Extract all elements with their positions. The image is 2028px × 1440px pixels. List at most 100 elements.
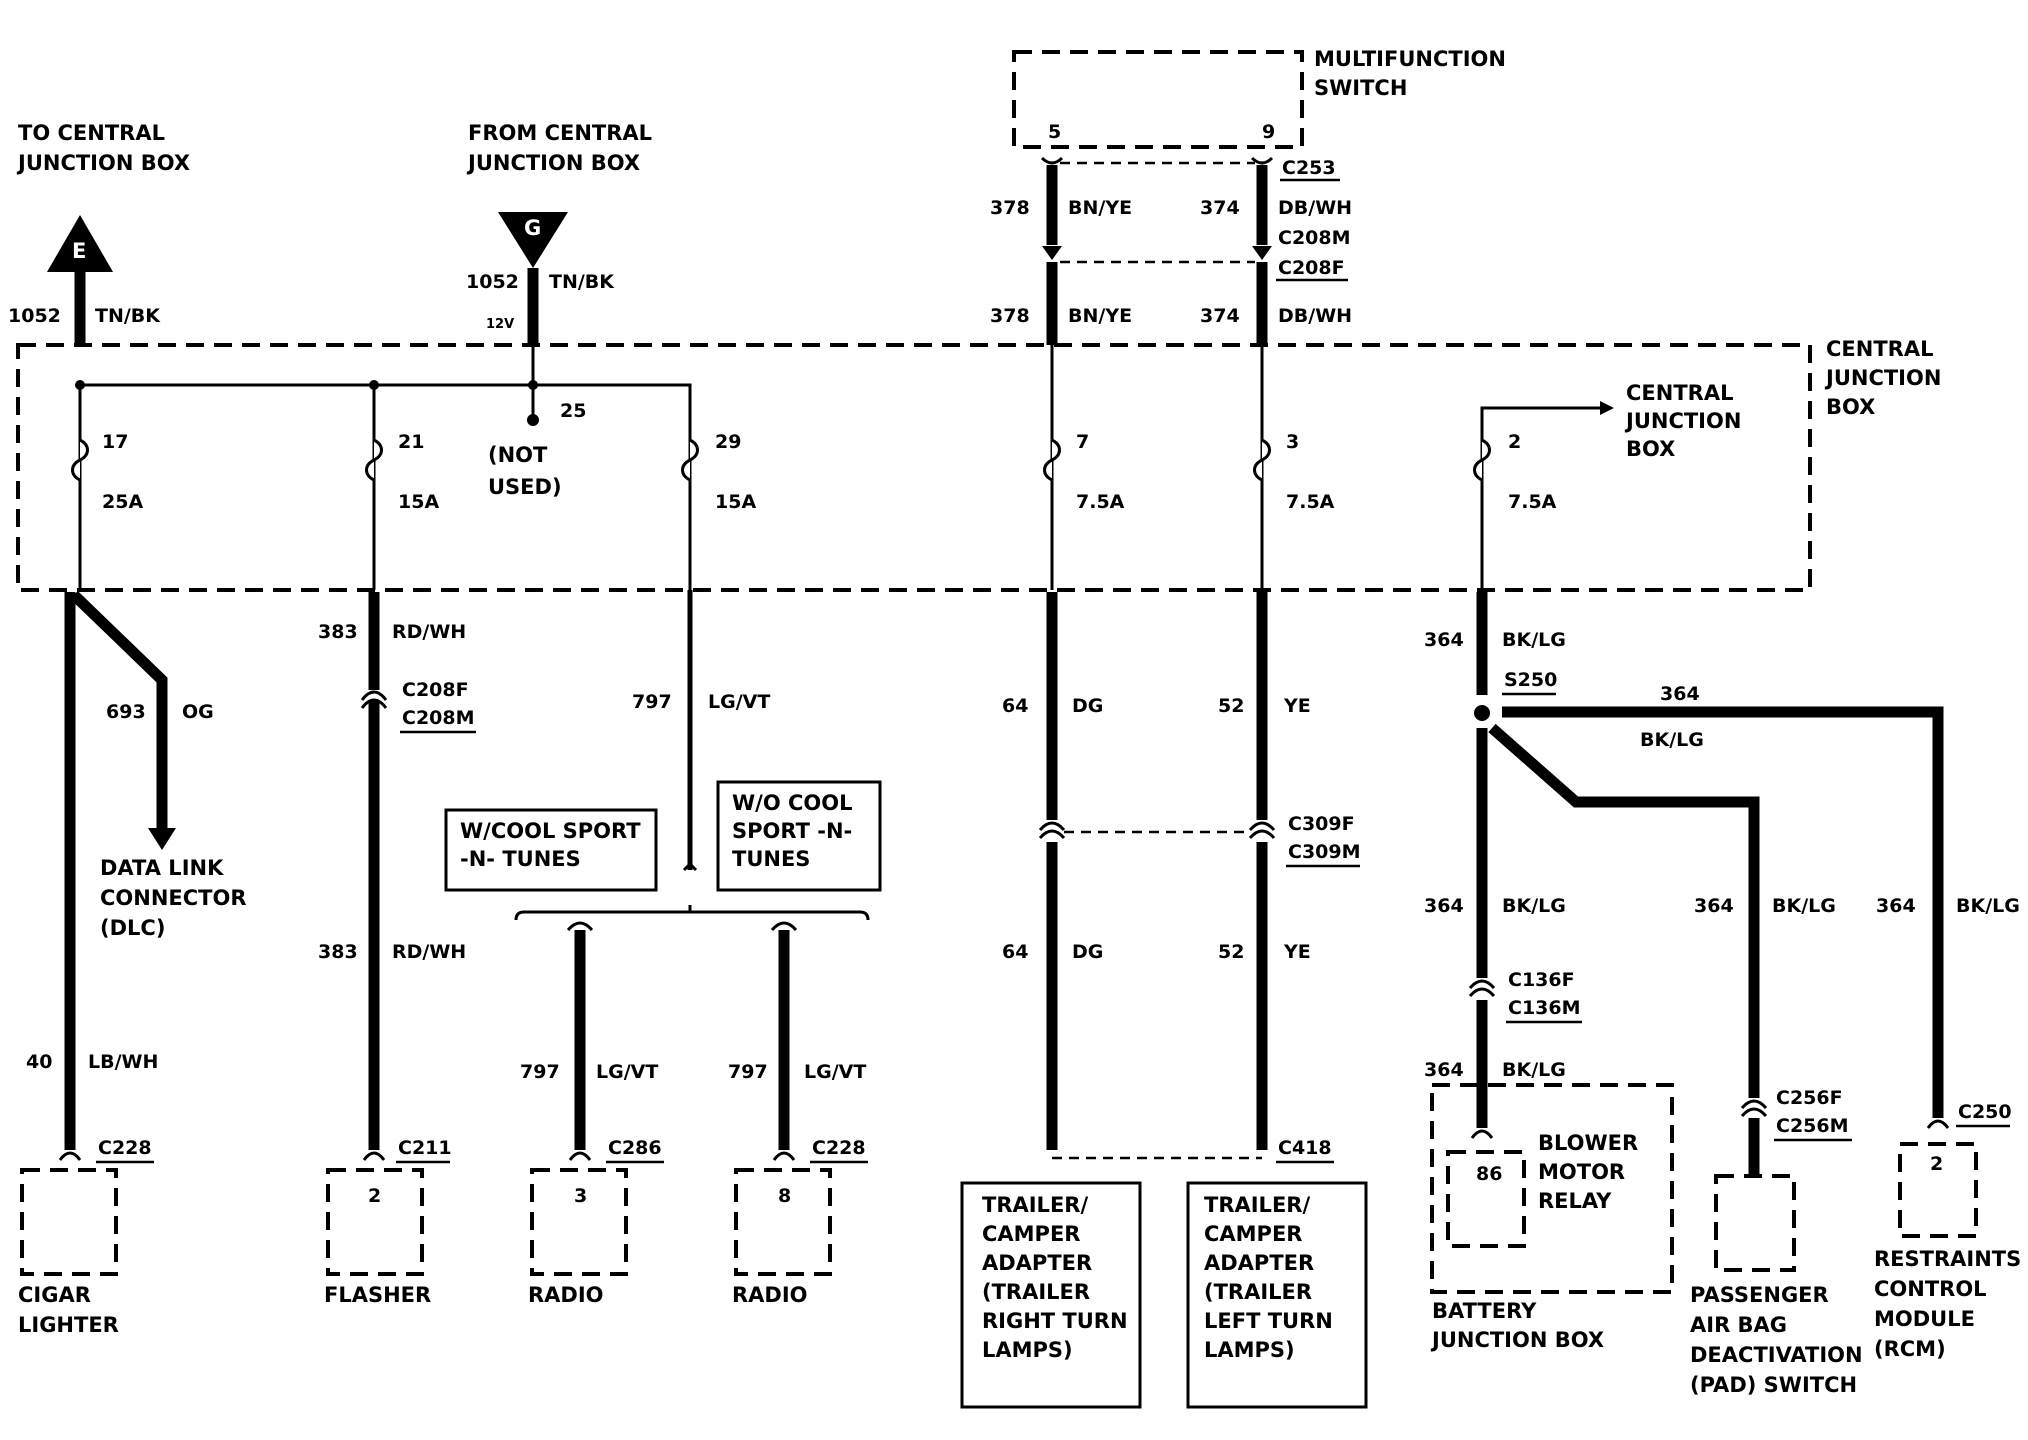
trailer-right-label-3: ADAPTER	[982, 1251, 1092, 1275]
connector-e-letter: E	[72, 239, 86, 263]
wire-364-rcm-number: 364	[1876, 895, 1916, 917]
fuse-25-number: 25	[560, 400, 586, 422]
c228b-label: C228	[812, 1137, 866, 1159]
wire-797-upper-number: 797	[632, 691, 672, 713]
cigar-label-2: LIGHTER	[18, 1313, 119, 1337]
wire-378-lower-number: 378	[990, 305, 1030, 327]
wire-64-upper-color: DG	[1072, 695, 1103, 717]
wire-797-radio-a-color: LG/VT	[596, 1061, 658, 1083]
battery-junction-box	[1430, 1083, 1674, 1294]
wire-383-upper-color: RD/WH	[392, 621, 466, 643]
wire-383-lower-number: 383	[318, 941, 358, 963]
blower-relay-pin-box	[1446, 1150, 1526, 1248]
fuse-7-number: 7	[1076, 431, 1089, 453]
pad-label-1: PASSENGER	[1690, 1283, 1829, 1307]
fuse-17-number: 17	[102, 431, 128, 453]
wcool-label-1: W/COOL SPORT	[460, 819, 641, 843]
radio-a-top-terminal	[566, 921, 594, 932]
c309-terminals	[1038, 821, 1276, 840]
dlc-label-2: CONNECTOR	[100, 886, 247, 910]
c250-terminal	[1926, 1119, 1950, 1129]
c228a-label: C228	[98, 1137, 152, 1159]
trailer-right-label-1: TRAILER/	[982, 1193, 1088, 1217]
cjb-internal-bus	[80, 383, 692, 590]
wire-1052-left-number: 1052	[8, 305, 61, 327]
wire-693	[70, 591, 168, 830]
wire-364-upper-number: 364	[1424, 629, 1464, 651]
to-cjb-label-1: TO CENTRAL	[18, 121, 165, 145]
blower-label-3: RELAY	[1538, 1189, 1612, 1213]
central-junction-box-outline	[16, 343, 1812, 592]
fuse-29	[681, 438, 699, 482]
dlc-label-1: DATA LINK	[100, 856, 224, 880]
wire-378-upper-number: 378	[990, 197, 1030, 219]
mfs-label-1: MULTIFUNCTION	[1314, 47, 1506, 71]
trailer-left-label-4: (TRAILER	[1204, 1280, 1312, 1304]
from-cjb-label-1: FROM CENTRAL	[468, 121, 652, 145]
wire-374-upper-color: DB/WH	[1278, 197, 1352, 219]
rcm-label-2: CONTROL	[1874, 1277, 1987, 1301]
c211-terminal	[362, 1151, 386, 1161]
bjb-label-2: JUNCTION BOX	[1430, 1328, 1604, 1352]
wire-378-upper-color: BN/YE	[1068, 197, 1132, 219]
radio-b-label: RADIO	[732, 1283, 808, 1307]
cjb-arrow-label-1: CENTRAL	[1626, 381, 1733, 405]
wire-52-upper-color: YE	[1283, 695, 1311, 717]
wire-693-number: 693	[106, 701, 146, 723]
c256m-label: C256M	[1776, 1115, 1849, 1137]
fuse-2	[1473, 401, 1614, 590]
trailer-left-box	[1186, 1181, 1368, 1409]
radio-b-pin-8: 8	[778, 1185, 791, 1207]
trailer-right-label-5: RIGHT TURN	[982, 1309, 1128, 1333]
wcool-label-2: -N- TUNES	[460, 847, 581, 871]
wocool-label-1: W/O COOL	[732, 791, 853, 815]
trailer-left-label-5: LEFT TURN	[1204, 1309, 1333, 1333]
trailer-left-label-6: LAMPS)	[1204, 1338, 1295, 1362]
cjb-arrow-label-3: BOX	[1626, 437, 1675, 461]
c211-label: C211	[398, 1137, 452, 1159]
c250-label: C250	[1958, 1101, 2012, 1123]
option-bracket	[514, 905, 870, 921]
trailer-right-label-6: LAMPS)	[982, 1338, 1073, 1362]
c208-right-arrow	[1252, 246, 1272, 260]
fuse-7-amps: 7.5A	[1076, 491, 1125, 513]
c228a-terminal	[58, 1151, 82, 1161]
wcool-option-box	[444, 808, 658, 892]
fuse-3	[1253, 345, 1271, 590]
c309f-label: C309F	[1288, 813, 1355, 835]
c208f-top-label: C208F	[1278, 257, 1345, 279]
voltage-12v: 12V	[486, 317, 514, 332]
wocool-option-box	[716, 780, 882, 892]
trailer-left-label-3: ADAPTER	[1204, 1251, 1314, 1275]
blower-label-1: BLOWER	[1538, 1131, 1638, 1155]
rcm-box	[1898, 1142, 1978, 1238]
wire-364-relay-number: 364	[1424, 895, 1464, 917]
fuse-21	[365, 380, 383, 590]
wire-364-top-color: BK/LG	[1640, 729, 1704, 751]
relay-pin-terminal	[1470, 1129, 1494, 1139]
c418-label: C418	[1278, 1137, 1332, 1159]
wire-364-relay-color: BK/LG	[1502, 895, 1566, 917]
wire-1052-mid-color: TN/BK	[549, 271, 615, 293]
wire-364-lower-color: BK/LG	[1502, 1059, 1566, 1081]
fuse-17	[71, 380, 89, 590]
to-cjb-label-2: JUNCTION BOX	[16, 151, 190, 175]
wire-383-lower-color: RD/WH	[392, 941, 466, 963]
pad-switch-box	[1714, 1174, 1796, 1272]
wocool-label-2: SPORT -N-	[732, 819, 852, 843]
wire-52-upper-number: 52	[1218, 695, 1244, 717]
fuse-29-number: 29	[715, 431, 741, 453]
cjb-right-label-1: CENTRAL	[1826, 337, 1933, 361]
mfs-pin-5: 5	[1048, 121, 1061, 143]
flasher-box	[326, 1168, 424, 1276]
c253-label: C253	[1282, 157, 1336, 179]
connector-g-arrow	[498, 212, 568, 268]
wire-374-lower-color: DB/WH	[1278, 305, 1352, 327]
wire-383-upper-number: 383	[318, 621, 358, 643]
not-used-label-2: USED)	[488, 475, 562, 499]
radio-a-box	[530, 1168, 628, 1276]
pad-label-2: AIR BAG	[1690, 1313, 1787, 1337]
c136f-label: C136F	[1508, 969, 1575, 991]
wire-797-upper-end	[682, 861, 698, 872]
wire-797-radio-a-number: 797	[520, 1061, 560, 1083]
